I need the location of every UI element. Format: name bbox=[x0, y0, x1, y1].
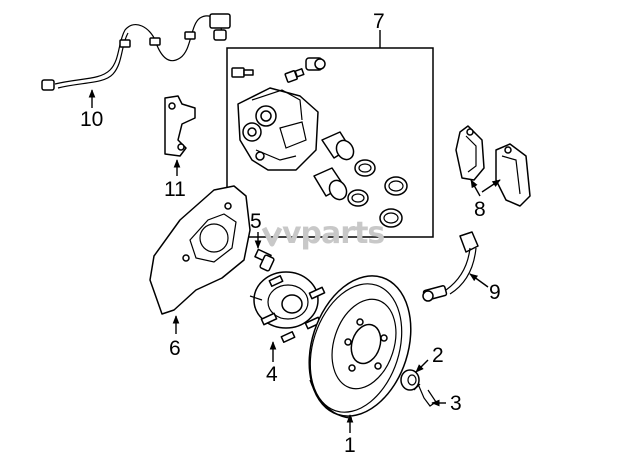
wheel-stud bbox=[254, 248, 275, 272]
brake-pads-leader-b bbox=[481, 179, 501, 193]
callout-1: 1 bbox=[344, 434, 356, 457]
callout-11: 11 bbox=[164, 178, 186, 201]
sensor-bracket bbox=[164, 95, 196, 157]
brake-pads-leader-a bbox=[470, 179, 481, 197]
callout-3: 3 bbox=[450, 392, 462, 415]
brake-hose-leader bbox=[469, 273, 489, 288]
callout-6: 6 bbox=[169, 337, 181, 360]
brake-hose bbox=[422, 231, 479, 302]
watermark-text: vparts bbox=[282, 216, 384, 251]
brake-rotor bbox=[308, 275, 412, 419]
caliper-kit-box bbox=[226, 47, 434, 238]
caliper-piston-lower bbox=[313, 167, 348, 201]
guide-pin bbox=[284, 68, 305, 83]
caliper-piston-upper bbox=[321, 131, 355, 161]
abs-sensor-wire bbox=[41, 13, 231, 91]
brake-pads bbox=[455, 125, 531, 207]
hub-spacer-leader bbox=[415, 359, 429, 373]
brake-caliper bbox=[237, 87, 319, 171]
callout-5: 5 bbox=[250, 210, 262, 233]
callout-2: 2 bbox=[432, 344, 444, 367]
bleeder-screw bbox=[231, 67, 254, 78]
caliper-bolt bbox=[305, 57, 326, 71]
callout-7: 7 bbox=[373, 10, 385, 33]
piston-seals bbox=[347, 159, 408, 228]
hub-spacer bbox=[400, 369, 420, 391]
callout-4: 4 bbox=[266, 363, 278, 386]
watermark: vparts bbox=[261, 216, 385, 251]
splash-shield bbox=[149, 185, 251, 315]
wheel-hub bbox=[249, 271, 326, 344]
retaining-clip bbox=[413, 383, 437, 407]
callout-8: 8 bbox=[474, 198, 486, 221]
callout-9: 9 bbox=[489, 281, 501, 304]
callout-10: 10 bbox=[80, 108, 103, 131]
